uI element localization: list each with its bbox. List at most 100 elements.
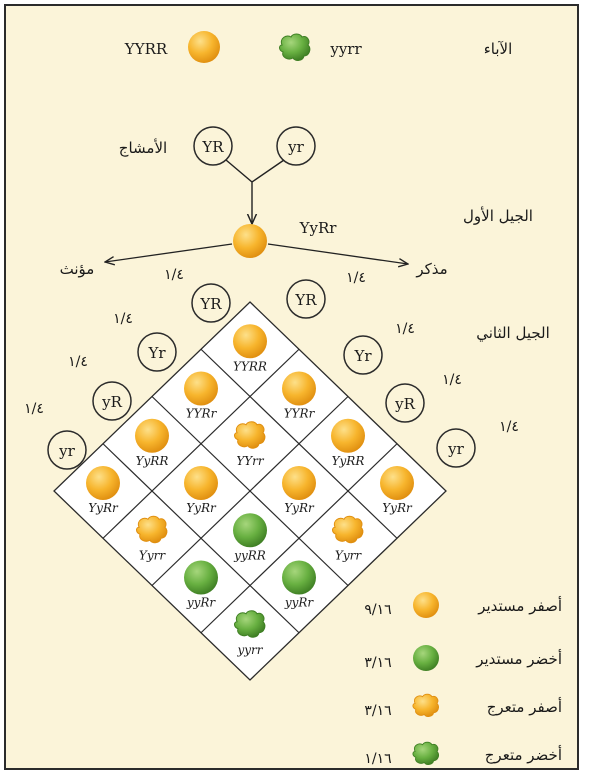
fertilization-lines bbox=[225, 159, 285, 224]
punnett-cell: yyRR bbox=[233, 513, 267, 562]
yellow-round-pea-icon bbox=[282, 466, 316, 500]
punnett-cell: YyRR bbox=[135, 418, 169, 468]
female-gamete-3: yR ١/٤ bbox=[68, 354, 132, 421]
legend-label: أصفر مستدير bbox=[477, 596, 562, 615]
yellow-round-pea-icon bbox=[413, 592, 439, 618]
gamete-YR-circle: YR bbox=[193, 126, 233, 166]
cell-genotype: YYRr bbox=[284, 407, 316, 421]
parent2-genotype: yyrr bbox=[329, 40, 362, 58]
female-gamete-4-label: yr bbox=[58, 442, 75, 460]
yellow-round-pea-icon bbox=[233, 324, 267, 359]
yellow-round-pea-icon bbox=[184, 371, 218, 406]
punnett-cell: yyrr bbox=[234, 610, 266, 657]
f2-label: الجيل الثاني bbox=[476, 324, 550, 343]
legend-item: أخضر متعرج ١/١٦ bbox=[364, 741, 562, 767]
yellow-round-pea-icon bbox=[135, 418, 169, 453]
punnett-cell: yyRr bbox=[184, 560, 218, 610]
punnett-cell: YyRr bbox=[380, 466, 414, 515]
male-gamete-1: YR ١/٤ bbox=[286, 270, 366, 319]
yellow-wrinkled-pea-icon bbox=[412, 693, 439, 717]
cell-genotype: YyRr bbox=[88, 501, 119, 515]
cell-genotype: YyRr bbox=[284, 501, 315, 515]
green-round-pea-icon bbox=[413, 645, 439, 671]
yellow-round-pea-icon bbox=[331, 418, 365, 453]
punnett-grid-lines bbox=[102, 348, 398, 634]
gamete-yr-label: yr bbox=[287, 138, 304, 156]
punnett-cell: YyRr bbox=[282, 466, 316, 515]
green-round-pea-icon bbox=[282, 560, 316, 595]
legend-label: أخضر مستدير bbox=[475, 649, 562, 668]
male-gamete-2-label: Yr bbox=[353, 347, 372, 365]
male-gamete-3-label: yR bbox=[394, 395, 415, 413]
green-round-pea-icon bbox=[233, 513, 267, 548]
f1-genotype: YyRr bbox=[299, 219, 338, 237]
f1-yellow-round-pea-icon bbox=[233, 224, 267, 258]
punnett-cell: Yyrr bbox=[332, 515, 364, 562]
legend-item: أخضر مستدير ٣/١٦ bbox=[364, 645, 562, 671]
cell-genotype: YyRR bbox=[136, 454, 169, 468]
parents-label: الآباء bbox=[484, 40, 513, 58]
yellow-wrinkled-pea-icon bbox=[234, 421, 266, 449]
parent1-genotype: YYRR bbox=[124, 40, 168, 58]
male-gamete-4-fraction: ١/٤ bbox=[499, 419, 519, 435]
female-gamete-2: Yr ١/٤ bbox=[113, 311, 177, 372]
green-wrinkled-pea-icon bbox=[234, 610, 266, 638]
punnett-cell: yyRr bbox=[282, 560, 316, 610]
grid-line bbox=[200, 443, 398, 634]
male-gamete-2-fraction: ١/٤ bbox=[395, 321, 415, 337]
cell-genotype: YYrr bbox=[236, 454, 265, 468]
cell-genotype: YyRr bbox=[186, 501, 217, 515]
legend-label: أصفر متعرج bbox=[487, 697, 562, 717]
cell-genotype: YyRR bbox=[332, 454, 365, 468]
cell-genotype: YYRr bbox=[186, 407, 218, 421]
female-gamete-3-label: yR bbox=[101, 393, 122, 411]
female-arrow bbox=[105, 243, 233, 262]
female-gamete-4: yr ١/٤ bbox=[24, 401, 87, 470]
cell-genotype: yyrr bbox=[236, 643, 263, 657]
yellow-round-pea-icon bbox=[380, 466, 414, 500]
female-label: مؤنث bbox=[60, 260, 95, 278]
punnett-cell: YyRr bbox=[86, 466, 120, 515]
punnett-cell: YYRr bbox=[184, 371, 218, 421]
legend-fraction: ١/١٦ bbox=[364, 751, 391, 767]
gamete-yr-circle: yr bbox=[276, 126, 316, 166]
male-gamete-3: yR ١/٤ bbox=[385, 372, 462, 423]
legend-item: أصفر مستدير ٩/١٦ bbox=[364, 592, 562, 618]
cell-genotype: YyRr bbox=[382, 501, 413, 515]
female-gamete-1: YR ١/٤ bbox=[164, 267, 231, 323]
punnett-cell: YYRr bbox=[282, 371, 316, 421]
yellow-wrinkled-pea-icon bbox=[136, 515, 168, 544]
female-gamete-2-fraction: ١/٤ bbox=[113, 311, 133, 327]
male-arrow bbox=[267, 243, 408, 264]
punnett-cell: YyRR bbox=[331, 418, 365, 468]
yellow-wrinkled-pea-icon bbox=[332, 515, 364, 544]
legend-fraction: ٩/١٦ bbox=[364, 602, 391, 618]
cell-genotype: yyRR bbox=[233, 548, 266, 562]
female-gamete-1-fraction: ١/٤ bbox=[164, 267, 184, 283]
green-wrinkled-pea-icon bbox=[412, 741, 439, 765]
legend-fraction: ٣/١٦ bbox=[364, 655, 391, 671]
f1-label: الجيل الأول bbox=[463, 206, 533, 225]
cell-genotype: yyRr bbox=[186, 596, 217, 610]
yellow-round-pea-icon bbox=[86, 466, 120, 500]
green-wrinkled-pea-icon bbox=[279, 33, 311, 61]
legend-label: أخضر متعرج bbox=[485, 745, 562, 765]
legend-fraction: ٣/١٦ bbox=[364, 703, 391, 719]
female-gamete-4-fraction: ١/٤ bbox=[24, 401, 44, 417]
male-gamete-1-fraction: ١/٤ bbox=[346, 270, 366, 286]
yellow-round-pea-icon bbox=[184, 466, 218, 500]
grid-line bbox=[102, 443, 300, 634]
female-gamete-3-fraction: ١/٤ bbox=[68, 354, 88, 370]
male-gamete-3-fraction: ١/٤ bbox=[442, 372, 462, 388]
green-round-pea-icon bbox=[184, 560, 218, 595]
punnett-cell: YyRr bbox=[184, 466, 218, 515]
male-gamete-4-label: yr bbox=[447, 440, 464, 458]
yellow-round-pea-icon bbox=[188, 31, 220, 63]
gametes-label: الأمشاج bbox=[119, 138, 167, 158]
male-gamete-1-label: YR bbox=[294, 291, 317, 309]
male-label: مذكر bbox=[415, 260, 447, 278]
female-gamete-2-label: Yr bbox=[147, 344, 166, 362]
grid-line bbox=[151, 396, 349, 586]
female-gamete-1-label: YR bbox=[199, 295, 222, 313]
